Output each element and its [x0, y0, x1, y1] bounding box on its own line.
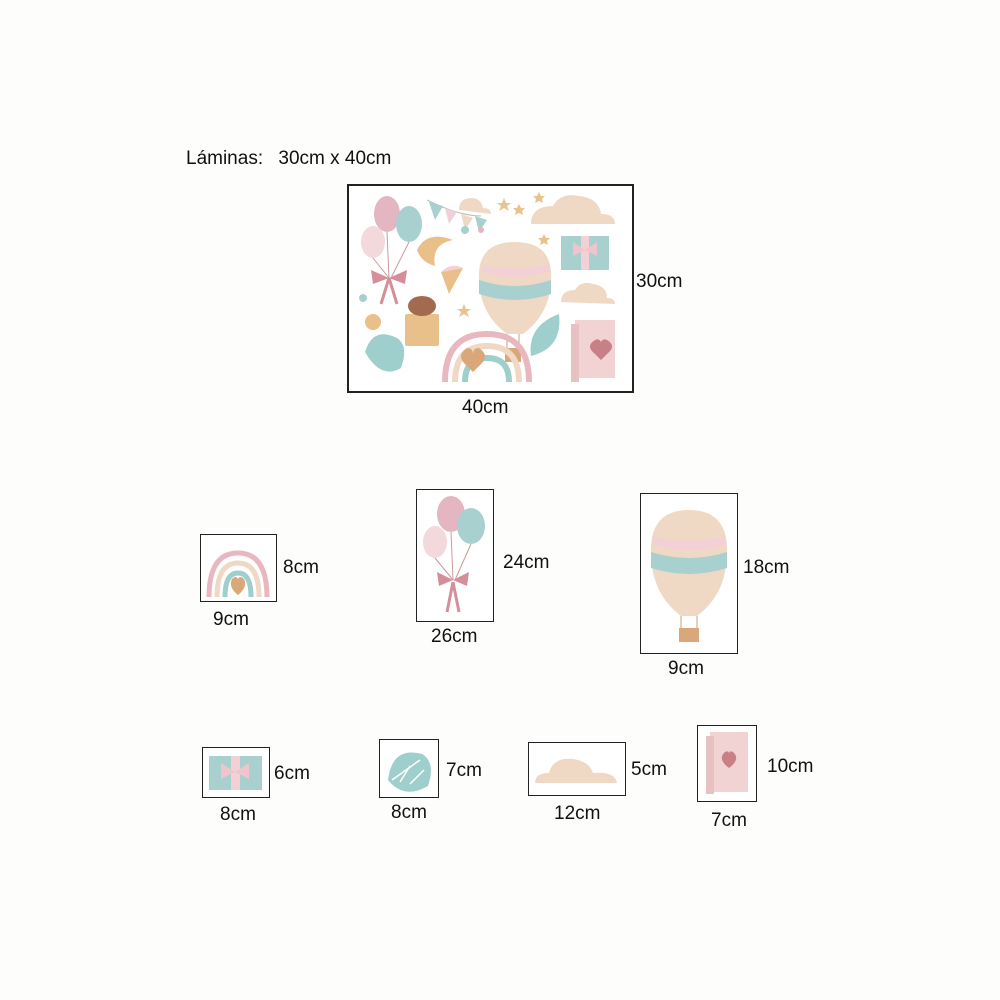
book-width-label: 7cm — [711, 810, 747, 831]
piece-cloud — [528, 742, 626, 796]
full-sheet-preview — [347, 184, 634, 393]
leaf-icon — [388, 752, 431, 792]
sheet-width-label: 40cm — [462, 397, 509, 418]
gift-icon — [209, 756, 262, 790]
hot-air-balloon-icon — [478, 242, 552, 362]
title-size: 30cm x 40cm — [278, 148, 392, 169]
title-label: Láminas: — [186, 148, 264, 169]
rainbow-icon — [442, 330, 532, 383]
balloons-width-label: 26cm — [431, 626, 478, 647]
rainbow-width-label: 9cm — [213, 609, 249, 630]
piece-gift — [202, 747, 270, 798]
gift-icon — [561, 236, 609, 270]
sheet-illustrations — [359, 192, 615, 383]
hot-air-balloon-width-label: 9cm — [668, 658, 704, 679]
gift-width-label: 8cm — [220, 804, 256, 825]
book-icon — [706, 732, 748, 794]
cloud-height-label: 5cm — [631, 759, 667, 780]
cloud-width-label: 12cm — [554, 803, 601, 824]
rainbow-height-label: 8cm — [283, 557, 319, 578]
gift-height-label: 6cm — [274, 763, 310, 784]
piece-leaf — [379, 739, 439, 798]
sheet-size-title: Láminas: 30cm x 40cm — [186, 148, 401, 170]
balloons-height-label: 24cm — [503, 552, 550, 573]
piece-rainbow — [200, 534, 277, 602]
balloons-icon — [361, 196, 422, 305]
balloons-icon — [423, 496, 485, 613]
rainbow-icon — [206, 550, 270, 598]
leaf-width-label: 8cm — [391, 802, 427, 823]
cupcake-icon — [405, 296, 439, 346]
piece-book — [697, 725, 757, 802]
hot-air-balloon-height-label: 18cm — [743, 557, 790, 578]
sheet-height-label: 30cm — [636, 271, 683, 292]
piece-hot-air-balloon — [640, 493, 738, 654]
cloud-icon — [535, 758, 617, 783]
star-icons — [457, 192, 550, 317]
bunting-icon — [426, 199, 487, 232]
leaf-height-label: 7cm — [446, 760, 482, 781]
book-icon — [571, 320, 615, 382]
piece-balloons — [416, 489, 494, 622]
hot-air-balloon-icon — [650, 510, 728, 642]
book-height-label: 10cm — [767, 756, 814, 777]
